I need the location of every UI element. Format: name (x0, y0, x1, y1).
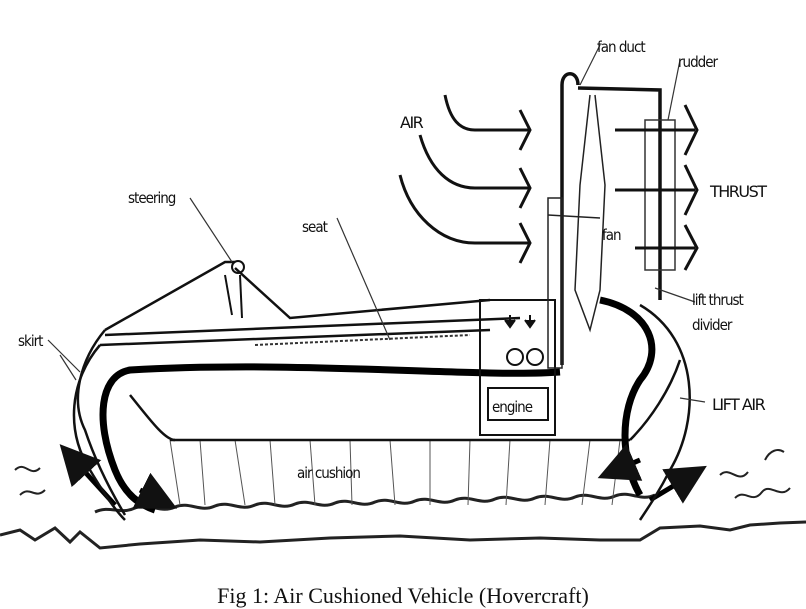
figure-caption: Fig 1: Air Cushioned Vehicle (Hovercraft… (217, 583, 589, 608)
label-air: AIR (400, 113, 424, 132)
label-fan: fan (602, 226, 621, 244)
label-steering: steering (128, 189, 176, 207)
steering-column (224, 260, 245, 319)
air-cushion-hatching (169, 439, 621, 506)
thrust-arrows (615, 104, 699, 271)
fan (547, 94, 606, 369)
label-air-cushion: air cushion (297, 464, 360, 482)
hull (76, 260, 682, 516)
fan-duct (560, 72, 662, 365)
seat-outline (254, 334, 471, 346)
label-fan-duct: fan duct (597, 38, 645, 56)
diagram-canvas: fan duct rudder AIR THRUST steering seat… (0, 38, 806, 550)
label-lift-air: LIFT AIR (712, 395, 766, 414)
label-lift-thrust-divider-1: lift thrust (692, 291, 744, 309)
label-seat: seat (302, 218, 328, 236)
label-rudder: rudder (678, 53, 719, 71)
hovercraft-diagram: fan duct rudder AIR THRUST steering seat… (0, 38, 806, 550)
label-lift-thrust-divider-2: divider (692, 316, 733, 334)
skirt (72, 303, 691, 521)
water-surface (0, 449, 806, 550)
air-intake-arrows (398, 94, 532, 264)
label-engine: engine (492, 398, 533, 416)
lift-air-arrows (59, 444, 707, 509)
label-thrust: THRUST (709, 182, 767, 201)
rudder (644, 119, 676, 271)
leader-lines (47, 44, 706, 403)
label-skirt: skirt (18, 332, 43, 350)
